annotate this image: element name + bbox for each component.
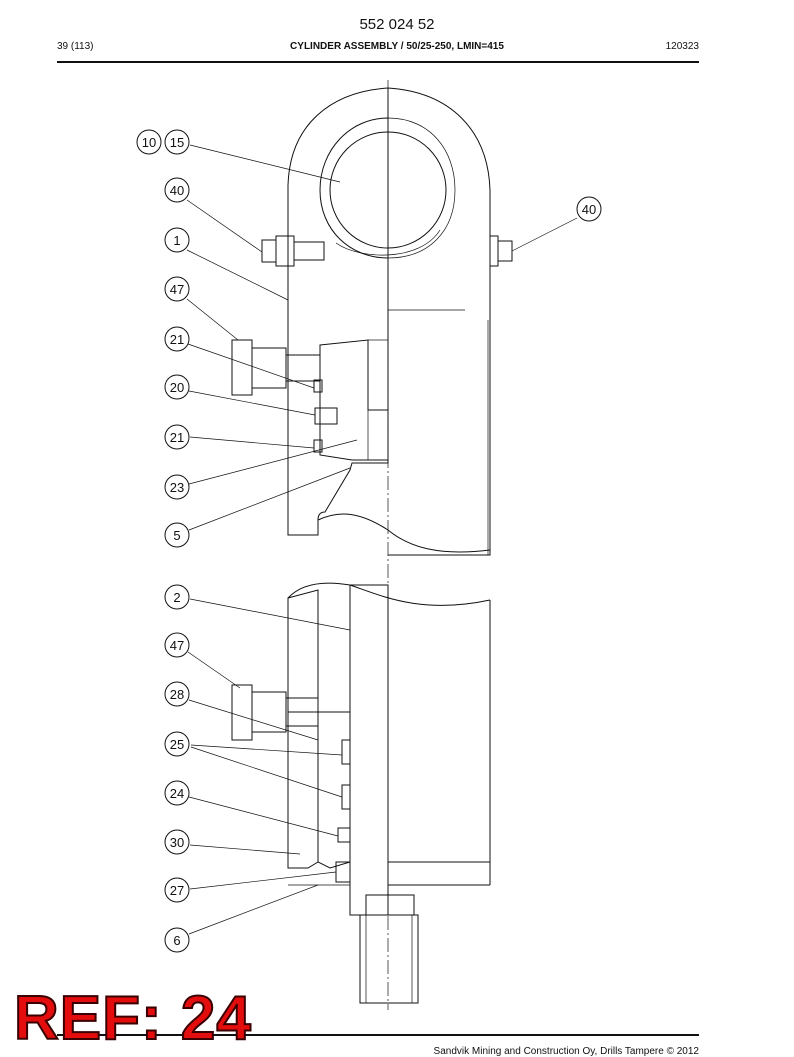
- grease-nipple-left: [261, 235, 325, 267]
- callout-label: 6: [173, 933, 180, 948]
- seal-21b: [313, 439, 323, 453]
- callout-label: 24: [170, 786, 184, 801]
- seal-20: [314, 407, 338, 425]
- port-plug-upper: [231, 339, 321, 396]
- callout-label: 10: [142, 135, 156, 150]
- callout-27: 27: [164, 877, 190, 903]
- gland-upper: [319, 339, 389, 461]
- callout-1: 1: [164, 227, 190, 253]
- seal-25b: [341, 784, 351, 810]
- callout-label: 30: [170, 835, 184, 850]
- seal-21a: [313, 379, 323, 393]
- callout-28: 28: [164, 681, 190, 707]
- callout-30: 30: [164, 829, 190, 855]
- seal-24: [337, 827, 351, 843]
- callout-47-lower: 47: [164, 632, 190, 658]
- callout-label: 15: [170, 135, 184, 150]
- eye-section: [287, 87, 389, 536]
- callout-25: 25: [164, 731, 190, 757]
- piston-rod: [349, 584, 389, 916]
- callout-label: 2: [173, 590, 180, 605]
- callout-6: 6: [164, 927, 190, 953]
- grease-nipple-right: [489, 235, 513, 267]
- footer-copyright: Sandvik Mining and Construction Oy, Dril…: [433, 1046, 699, 1057]
- header-rule: [57, 61, 699, 63]
- page-number: 39 (113): [57, 41, 94, 52]
- ref-stamp: REF: 24: [13, 984, 252, 1053]
- document-code: 120323: [665, 41, 699, 52]
- eye-right-view: [387, 87, 491, 556]
- seal-25a: [341, 739, 351, 765]
- callout-47-upper: 47: [164, 276, 190, 302]
- callout-label: 28: [170, 687, 184, 702]
- callout-label: 1: [173, 233, 180, 248]
- rod-end-thread: [359, 894, 419, 1004]
- leader-lines: [186, 144, 578, 935]
- callout-label: 47: [170, 638, 184, 653]
- callout-21-upper: 21: [164, 326, 190, 352]
- tube-section: [287, 589, 319, 713]
- callout-label: 40: [582, 202, 596, 217]
- seal-27: [335, 861, 351, 883]
- callout-label: 23: [170, 480, 184, 495]
- document-number: 552 024 52: [359, 16, 435, 33]
- callout-label: 25: [170, 737, 184, 752]
- callout-10: 10: [136, 129, 162, 155]
- page-title: CYLINDER ASSEMBLY / 50/25-250, LMIN=415: [290, 41, 504, 52]
- callout-label: 21: [170, 332, 184, 347]
- callout-40-left: 40: [164, 177, 190, 203]
- callout-label: 47: [170, 282, 184, 297]
- callout-label: 27: [170, 883, 184, 898]
- callout-24: 24: [164, 780, 190, 806]
- bottom-section: [287, 711, 319, 869]
- callout-label: 40: [170, 183, 184, 198]
- callout-2: 2: [164, 584, 190, 610]
- callout-5: 5: [164, 522, 190, 548]
- callout-label: 20: [170, 380, 184, 395]
- callout-40-right: 40: [576, 196, 602, 222]
- footer-rule: [57, 1034, 699, 1036]
- callout-21-lower: 21: [164, 424, 190, 450]
- piston: [317, 711, 351, 869]
- callout-20: 20: [164, 374, 190, 400]
- callout-15: 15: [164, 129, 190, 155]
- callout-label: 21: [170, 430, 184, 445]
- callout-label: 5: [173, 528, 180, 543]
- callout-23: 23: [164, 474, 190, 500]
